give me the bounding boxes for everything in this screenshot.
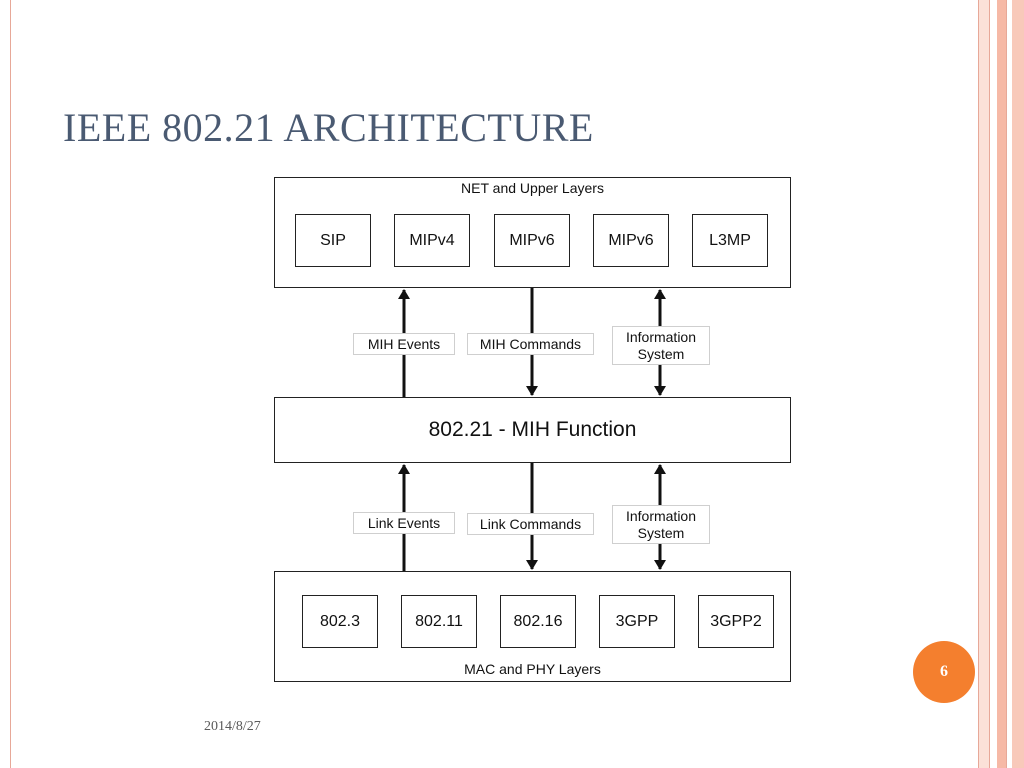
mih-commands-label: MIH Commands [467,333,594,355]
protocol-box: MIPv4 [394,214,470,267]
mih-information-system-label: Information System [612,326,710,365]
protocol-box: MIPv6 [494,214,570,267]
link-events-label: Link Events [353,512,455,534]
left-border [0,0,11,768]
protocol-box: L3MP [692,214,768,267]
label-line: System [637,346,685,362]
right-stripe [989,0,997,768]
right-stripe [1012,0,1024,768]
protocol-box: 802.3 [302,595,378,648]
link-commands-label: Link Commands [467,513,594,535]
mih-function-label: 802.21 - MIH Function [428,418,637,441]
right-stripe [997,0,1006,768]
mih-function-box: 802.21 - MIH Function [274,397,791,463]
protocol-box: 802.16 [500,595,576,648]
slide-title: IEEE 802.21 ARCHITECTURE [63,105,594,150]
protocol-box: SIP [295,214,371,267]
protocol-box: 3GPP [599,595,675,648]
page-number-badge: 6 [913,641,975,703]
right-stripe [978,0,989,768]
protocol-box: MIPv6 [593,214,669,267]
label-line: System [637,525,685,541]
protocol-box: 3GPP2 [698,595,774,648]
upper-layer-title: NET and Upper Layers [461,180,604,196]
right-stripe [1006,0,1012,768]
label-line: Information [625,329,697,345]
link-information-system-label: Information System [612,505,710,544]
label-line: Information [625,508,697,524]
mih-events-label: MIH Events [353,333,455,355]
slide-date: 2014/8/27 [204,719,261,734]
lower-layer-title: MAC and PHY Layers [464,661,601,677]
upper-layer-box: NET and Upper Layers SIP MIPv4 MIPv6 MIP… [274,177,791,288]
protocol-box: 802.11 [401,595,477,648]
lower-layer-box: 802.3 802.11 802.16 3GPP 3GPP2 MAC and P… [274,571,791,682]
